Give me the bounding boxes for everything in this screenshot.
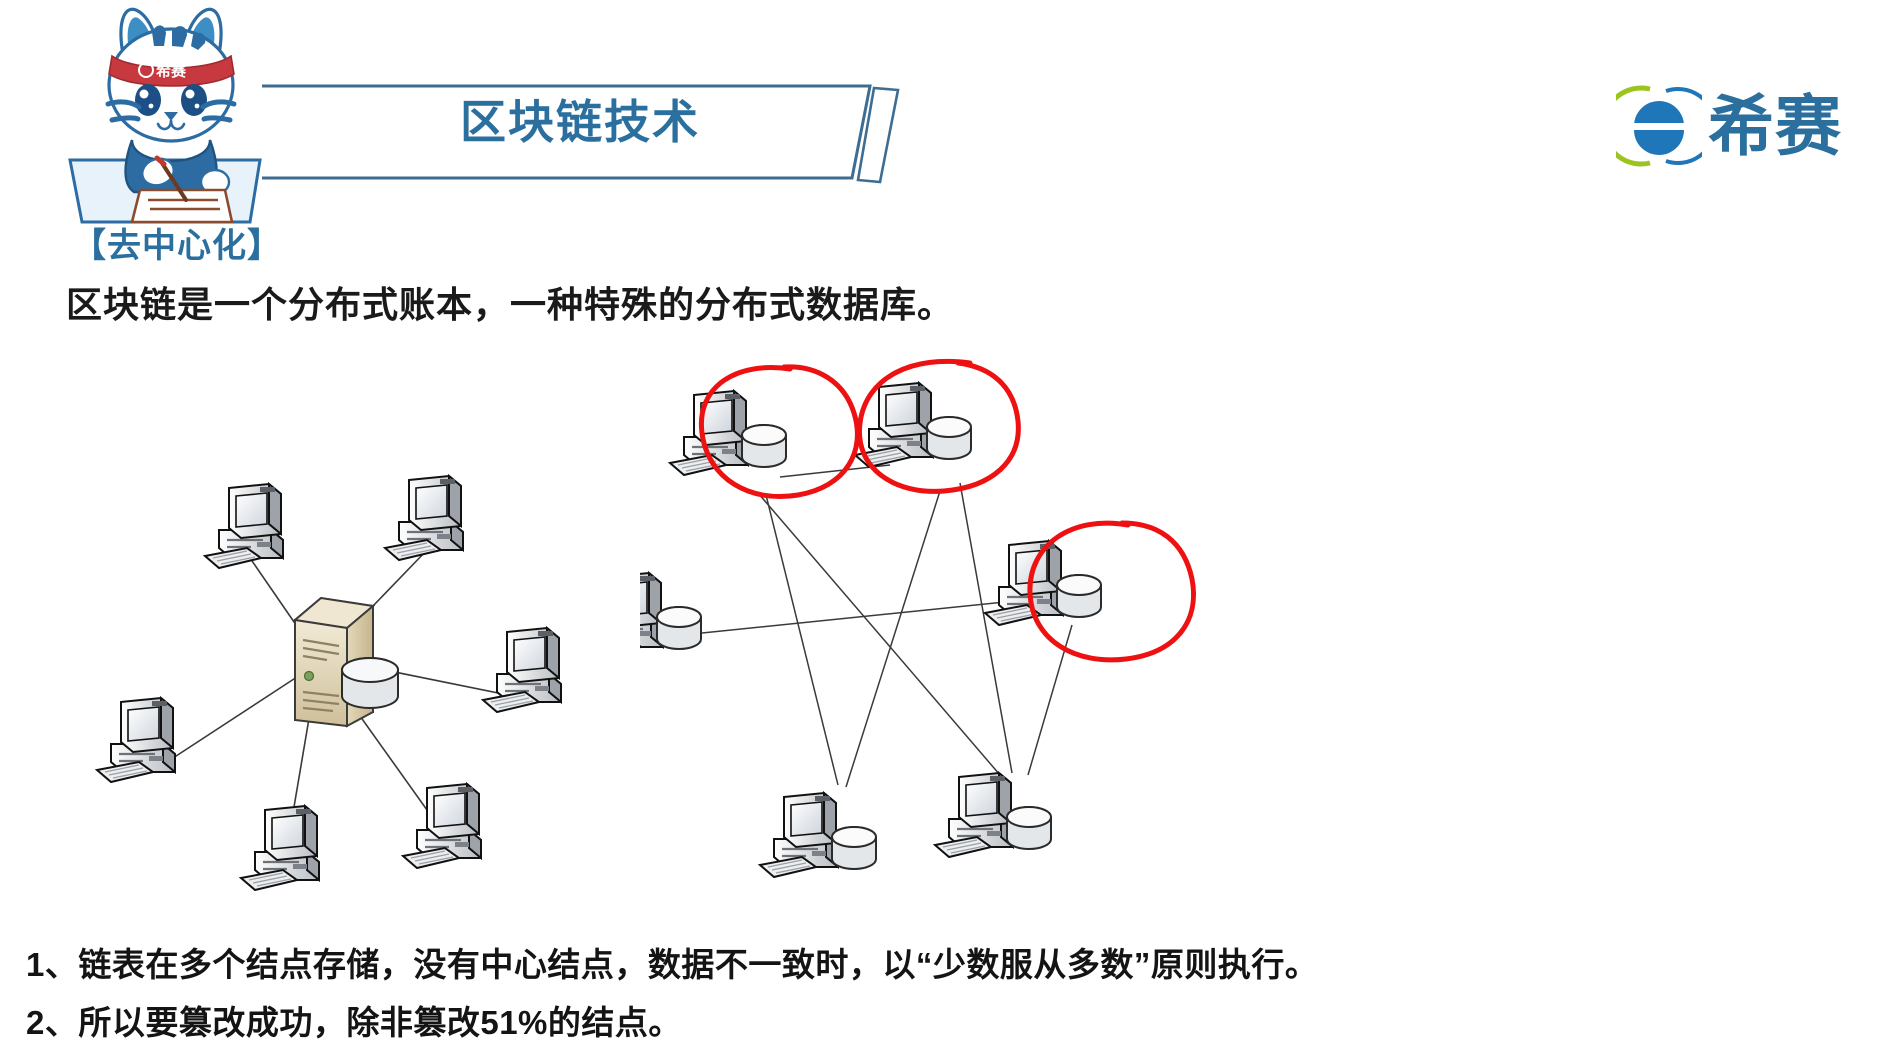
lead-paragraph: 区块链是一个分布式账本，一种特殊的分布式数据库。 <box>66 284 955 325</box>
desktop-computer-icon <box>481 626 563 714</box>
desktop-computer-with-database-icon <box>640 571 703 659</box>
desktop-computer-with-database-icon <box>933 771 1053 859</box>
svg-text:希赛: 希赛 <box>156 62 187 80</box>
desktop-computer-icon <box>239 804 321 892</box>
red-hand-drawn-ellipse <box>698 364 860 499</box>
red-hand-drawn-ellipse <box>1027 520 1196 663</box>
list-item: 2、所以要篡改成功，除非篡改51%的结点。 <box>26 1004 682 1041</box>
section-heading: 【去中心化】 <box>72 227 282 265</box>
centralized-network-diagram <box>55 430 595 930</box>
network-links <box>701 464 1093 788</box>
bullet-list: 1、链表在多个结点存储，没有中心结点，数据不一致时，以“少数服从多数”原则执行。… <box>26 936 1826 1052</box>
xisai-circle-logo-icon <box>1600 83 1717 169</box>
desktop-computer-icon <box>383 474 465 562</box>
server-tower-icon <box>292 596 399 728</box>
page-title: 区块链技术 <box>460 96 700 148</box>
brand-name: 希赛 <box>1708 89 1842 163</box>
list-item: 1、链表在多个结点存储，没有中心结点，数据不一致时，以“少数服从多数”原则执行。 <box>26 946 1319 983</box>
xisai-cat-mascot-icon: 希赛 <box>60 0 310 225</box>
desktop-computer-icon <box>401 782 483 870</box>
desktop-computer-with-database-icon <box>668 389 788 477</box>
title-banner <box>262 78 912 186</box>
red-hand-drawn-ellipse <box>856 358 1021 494</box>
peer-to-peer-network-diagram <box>640 355 1340 925</box>
red-annotation-circles <box>698 358 1196 663</box>
slide-header: 希赛 <box>0 0 1884 224</box>
desktop-computer-icon <box>203 482 285 570</box>
desktop-computer-with-database-icon <box>758 791 878 879</box>
desktop-computer-icon <box>95 696 177 784</box>
brand-logo: 希赛 <box>1542 78 1842 174</box>
